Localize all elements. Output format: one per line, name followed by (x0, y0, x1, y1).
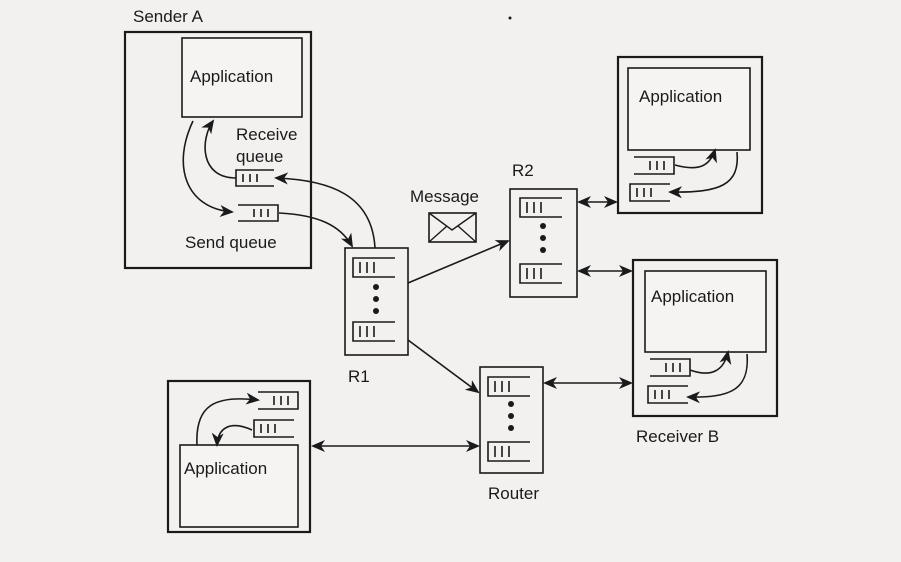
envelope-icon (428, 212, 477, 243)
message-label: Message (410, 187, 479, 206)
send-queue-to-r1-arrow (278, 212, 353, 248)
upper-right-host-box (616, 55, 764, 215)
receiver-app-to-queue-arrow (686, 353, 749, 404)
r2-ellipsis-dot (540, 247, 546, 253)
r1-to-receive-queue-arrow (274, 172, 376, 249)
r2-label: R2 (512, 161, 534, 180)
upper-right-application-box (627, 67, 751, 151)
router-box (479, 366, 544, 474)
send-queue-label: Send queue (185, 233, 277, 252)
receiver-application-label: Application (651, 287, 734, 306)
upper-right-application-label: Application (639, 87, 722, 106)
lower-left-send-queue (258, 391, 299, 410)
r2-ellipsis-dot (540, 235, 546, 241)
speck (508, 16, 512, 20)
r1-port-queue (352, 321, 395, 342)
receiver-receive-queue (650, 358, 691, 377)
lower-left-application-label: Application (184, 459, 267, 478)
upper-right-send-queue (629, 183, 670, 202)
r1-label: R1 (348, 367, 370, 386)
r1-ellipsis-dot (373, 296, 379, 302)
r2-port-queue (519, 263, 562, 284)
router-r2: R2 (509, 161, 578, 298)
lower-left-host-box (166, 379, 312, 534)
sender-application-label: Application (190, 67, 273, 86)
receiver-b-host: Application Receiver B (631, 258, 779, 446)
r1-ellipsis-dot (373, 284, 379, 290)
receiver-send-queue (647, 385, 688, 404)
router-port-queue (487, 376, 530, 397)
r2-port-queue (519, 197, 562, 218)
router-port-queue (487, 441, 530, 462)
receiver-b-box (631, 258, 779, 418)
lower-left-app-to-queue-arrow (196, 392, 260, 446)
router-ellipsis-dot (508, 425, 514, 431)
receiver-application-box (644, 270, 767, 353)
sender-a-label: Sender A (133, 7, 204, 26)
sender-application-box (181, 37, 303, 118)
receive-queue-label-1: Receive (236, 125, 297, 144)
lower-left-queue-to-app-arrow (211, 424, 253, 447)
lower-left-application-box (179, 444, 299, 528)
app-to-send-queue-arrow (182, 120, 234, 217)
router-ellipsis-dot (508, 413, 514, 419)
message: Message (410, 187, 479, 243)
send-queue (238, 204, 279, 222)
receiver-b-label: Receiver B (636, 427, 719, 446)
r1-port-queue (352, 257, 395, 278)
upper-right-host: Application (616, 55, 764, 215)
router-r1: R1 (344, 247, 409, 386)
r1-ellipsis-dot (373, 308, 379, 314)
upper-right-app-to-queue-arrow (668, 151, 739, 199)
router-bottom: Router (479, 366, 544, 503)
receiver-queue-to-app-arrow (689, 350, 732, 374)
r2-box (509, 188, 578, 298)
upper-right-receive-queue (634, 156, 675, 175)
router-ellipsis-dot (508, 401, 514, 407)
router-label: Router (488, 484, 539, 503)
r1-to-r2-arrow (407, 240, 510, 284)
sender-a-host: Sender A Application Receive queue Send … (123, 7, 313, 270)
receive-queue-label-2: queue (236, 147, 283, 166)
r1-box (344, 247, 409, 356)
upper-right-queue-to-app-arrow (674, 148, 717, 169)
lower-left-host: Application (166, 379, 312, 534)
lower-left-receive-queue (253, 419, 294, 438)
queues (235, 156, 691, 462)
receive-queue-to-app-arrow (201, 119, 237, 179)
receive-queue (235, 169, 274, 187)
sender-a-box (123, 30, 313, 270)
r2-ellipsis-dot (540, 223, 546, 229)
r1-to-router-arrow (407, 339, 480, 394)
